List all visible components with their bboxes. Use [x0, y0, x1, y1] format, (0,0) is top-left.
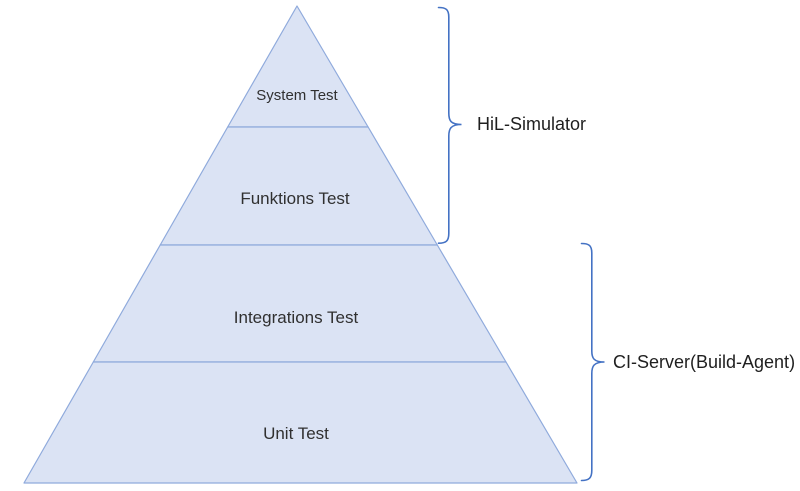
pyramid-level-label-unit-test: Unit Test	[263, 424, 329, 443]
pyramid-level-integrations-test	[92, 244, 507, 363]
pyramid-level-system-test	[227, 5, 369, 128]
pyramid-level-label-integrations-test: Integrations Test	[234, 308, 359, 327]
ci-server-brace-icon	[580, 242, 605, 482]
pyramid-level-label-funktions-test: Funktions Test	[240, 189, 350, 208]
ci-server-label: CI-Server(Build-Agent)	[613, 352, 795, 372]
pyramid-level-unit-test	[23, 361, 578, 484]
pyramid-level-funktions-test	[159, 126, 438, 246]
hil-simulator-label: HiL-Simulator	[477, 114, 586, 134]
hil-simulator-brace-icon	[437, 6, 462, 244]
pyramid-level-label-system-test: System Test	[256, 87, 338, 104]
